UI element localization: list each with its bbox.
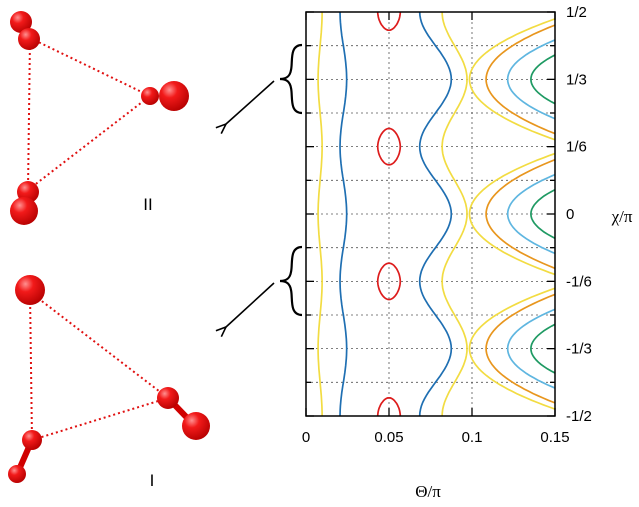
structure-ii-diagram: II bbox=[10, 11, 189, 225]
atom bbox=[10, 11, 32, 33]
atom bbox=[182, 412, 210, 440]
contour-loop-red bbox=[376, 127, 402, 166]
contour-loop-red bbox=[376, 396, 402, 416]
y-axis-label: χ/π bbox=[611, 207, 633, 226]
atom bbox=[10, 197, 38, 225]
y-tick-label: -1/6 bbox=[566, 273, 592, 290]
contour-arc-lightblue bbox=[506, 308, 555, 389]
x-tick-label: 0.15 bbox=[540, 429, 569, 446]
atom bbox=[141, 87, 159, 105]
contour-arc-lightblue bbox=[506, 173, 555, 255]
contour-arc-lightblue bbox=[506, 39, 555, 120]
contour-arc-orange bbox=[485, 293, 555, 404]
contour-line-yellow bbox=[317, 12, 323, 416]
x-tick-labels: 0 0.05 0.1 0.15 bbox=[302, 429, 570, 446]
grid-lines bbox=[306, 12, 555, 416]
contour-line-blue bbox=[339, 12, 348, 416]
atom bbox=[18, 28, 40, 50]
lower-brace-arrow bbox=[226, 245, 303, 327]
y-tick-label: 1/3 bbox=[566, 71, 587, 88]
atom bbox=[159, 81, 189, 111]
atoms bbox=[10, 11, 189, 225]
contour-arc-yellow bbox=[468, 152, 555, 276]
contour-arc-yellow bbox=[468, 17, 555, 141]
arrow bbox=[226, 80, 275, 124]
x-tick-label: 0.05 bbox=[374, 429, 403, 446]
arrow bbox=[226, 282, 275, 327]
y-tick-label: 1/6 bbox=[566, 139, 587, 156]
upper-brace-arrow bbox=[226, 43, 303, 124]
contour-arc-orange bbox=[485, 24, 555, 135]
contour-lines bbox=[317, 12, 555, 416]
contour-loop-red bbox=[376, 262, 402, 301]
y-tick-labels: 1/2 1/3 1/6 0 -1/6 -1/3 -1/2 bbox=[566, 4, 592, 425]
contour-arc-yellow bbox=[468, 287, 555, 411]
atoms bbox=[8, 275, 210, 483]
atom bbox=[157, 387, 179, 409]
atom bbox=[8, 465, 26, 483]
contour-line-yellow bbox=[441, 12, 468, 416]
y-tick-label: -1/2 bbox=[566, 408, 592, 425]
y-tick-label: 1/2 bbox=[566, 4, 587, 21]
structure-ii-label: II bbox=[143, 195, 152, 214]
atom bbox=[15, 275, 45, 305]
contour-arc-green bbox=[530, 54, 555, 105]
contour-loop-red bbox=[376, 12, 402, 32]
tick-marks bbox=[305, 11, 556, 417]
curly-brace bbox=[279, 245, 303, 317]
y-tick-label: -1/3 bbox=[566, 341, 592, 358]
contour-arc-orange bbox=[485, 158, 555, 270]
y-tick-label: 0 bbox=[566, 206, 574, 223]
atom bbox=[22, 430, 42, 450]
bond-lines bbox=[29, 291, 169, 441]
bond-lines bbox=[27, 37, 151, 191]
x-tick-label: 0 bbox=[302, 429, 310, 446]
contour-line-blue bbox=[418, 12, 453, 416]
contour-arc-green bbox=[530, 323, 555, 374]
curly-brace bbox=[279, 43, 303, 115]
contour-arc-green bbox=[530, 188, 555, 240]
x-axis-label: Θ/π bbox=[415, 482, 441, 501]
structure-i-diagram: I bbox=[8, 275, 210, 490]
x-tick-label: 0.1 bbox=[462, 429, 483, 446]
structure-i-label: I bbox=[150, 471, 155, 490]
